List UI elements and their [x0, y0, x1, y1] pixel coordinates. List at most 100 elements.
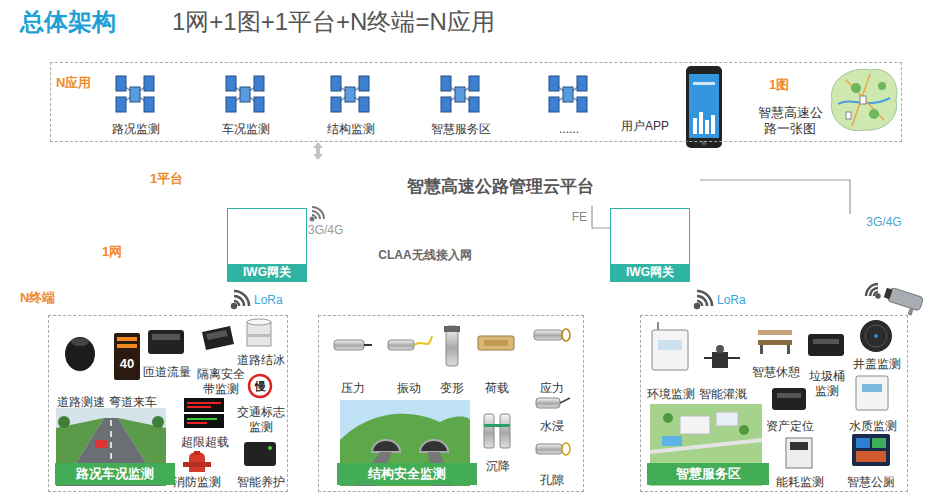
- environment-sensor: [652, 322, 688, 370]
- vibration-sensor: [388, 340, 414, 350]
- toilet-screen: [856, 438, 870, 448]
- cloud-shape: [801, 231, 911, 285]
- node-label: 能耗监测: [775, 475, 825, 490]
- map-picture: [831, 69, 896, 130]
- annotation: N终端: [20, 290, 55, 306]
- connector-line: [592, 206, 610, 228]
- bench: [758, 330, 792, 354]
- node-label: 用户APP: [613, 119, 677, 134]
- camera-symbol: [877, 295, 880, 298]
- speed-detector: [65, 337, 95, 371]
- service-area-picture: [663, 413, 673, 423]
- node-label: 水质监测: [848, 419, 898, 434]
- camera-symbol: [908, 308, 914, 316]
- gateway-device: [658, 255, 662, 259]
- node-label: 智慧高速公路管理云平台: [340, 177, 660, 197]
- phone-icon: [693, 118, 697, 134]
- hydrant: [189, 458, 205, 472]
- manhole-sensor: [874, 334, 878, 338]
- node-label: 垃圾桶监测: [807, 369, 847, 399]
- settlement-sensor: [484, 414, 510, 448]
- server-icon: [226, 76, 264, 112]
- dashed-panel: 环境监测智能灌溉智慧休憩垃圾桶监测井盖监测资产定位水质监测能耗监测智慧公厕智慧服…: [640, 315, 908, 492]
- toilet-screen: [852, 434, 890, 466]
- gateway-device: [234, 222, 290, 261]
- service-area-picture: [650, 440, 762, 452]
- maintenance-sensor: [268, 446, 272, 450]
- gateway-device: [652, 212, 656, 224]
- service-area-picture: [739, 425, 749, 435]
- phone-icon: [699, 112, 703, 134]
- bench: [787, 345, 790, 354]
- environment-sensor: [657, 322, 659, 330]
- flood-sensor: [560, 398, 570, 403]
- wireless-symbol: [311, 207, 325, 221]
- server-icon: [331, 76, 369, 112]
- map-picture: [838, 98, 890, 104]
- belt-sensor: [202, 326, 234, 350]
- curve-sign: [114, 333, 140, 380]
- gateway-device: [625, 228, 666, 251]
- ice-sensor: [247, 322, 271, 346]
- phone-icon: [705, 120, 709, 134]
- phone-icon: [686, 66, 722, 148]
- toilet-screen: [852, 434, 890, 466]
- annotation: 慢: [252, 379, 268, 393]
- node-label: 水浸: [532, 419, 572, 434]
- node-label: 路况监测: [106, 122, 166, 137]
- irrigation-device: [716, 345, 724, 353]
- pressure-sensor: [364, 344, 372, 346]
- deformation-sensor: [446, 326, 458, 366]
- service-area-picture: [716, 412, 738, 426]
- gateway-label: IWG网关: [228, 264, 306, 281]
- node-label: 智慧高速公路一张图: [755, 105, 825, 137]
- node-label: 沉降: [478, 459, 518, 474]
- overload-display: [184, 414, 224, 428]
- overload-display: [187, 418, 217, 420]
- vibration-sensor: [388, 336, 432, 350]
- load-sensor: [484, 340, 508, 346]
- phone-icon: [689, 74, 719, 138]
- ramp-sensor: [148, 330, 184, 354]
- service-area-picture: [680, 416, 710, 434]
- gateway-device: [282, 212, 286, 224]
- environment-sensor: [652, 330, 688, 370]
- dashed-panel: 道路测速弯道来车匝道流量隔离安全带监测道路结冰超限超载交通标志监测消防监测智能养…: [48, 315, 288, 492]
- node-label: 弯道来车: [107, 395, 159, 410]
- node-label: 荷载: [477, 381, 517, 396]
- node-label: N应用: [56, 75, 108, 91]
- node-label: 压力: [333, 381, 373, 396]
- pressure-sensor: [334, 340, 372, 350]
- map-picture: [846, 112, 851, 119]
- wireless-symbol: [312, 207, 324, 219]
- vibration-sensor: [414, 336, 432, 345]
- connector-line: [700, 180, 850, 214]
- connector: [700, 180, 850, 214]
- gateway-device: [643, 255, 647, 259]
- annotation: LoRa: [717, 293, 746, 308]
- node-label: 车况监测: [216, 122, 276, 137]
- gateway-device: [665, 212, 669, 224]
- asset-tag: [777, 393, 801, 398]
- map-picture: [831, 69, 896, 130]
- node-label: 隔离安全带监测: [195, 367, 247, 397]
- node-label: 1图: [763, 77, 795, 93]
- camera-symbol: [887, 287, 924, 311]
- camera-symbol: [884, 288, 893, 299]
- stress-sensor: [534, 330, 562, 340]
- cloud-shape: [800, 230, 912, 286]
- energy-meter: [786, 438, 812, 468]
- node-label: CLAA无线接入网: [340, 248, 510, 263]
- water-sensor: [856, 376, 888, 410]
- gateway-box: IWG网关: [227, 208, 307, 282]
- gateway-device: [628, 255, 632, 259]
- irrigation-device: [704, 357, 740, 359]
- node-label: 资产定位: [765, 419, 815, 434]
- curve-sign: [114, 333, 140, 380]
- node-label: 应力: [532, 381, 572, 396]
- overload-display: [184, 398, 224, 412]
- overload-display: [187, 422, 207, 424]
- node-label: 消防监测: [171, 475, 223, 490]
- node-label: 匝道流量: [141, 365, 193, 380]
